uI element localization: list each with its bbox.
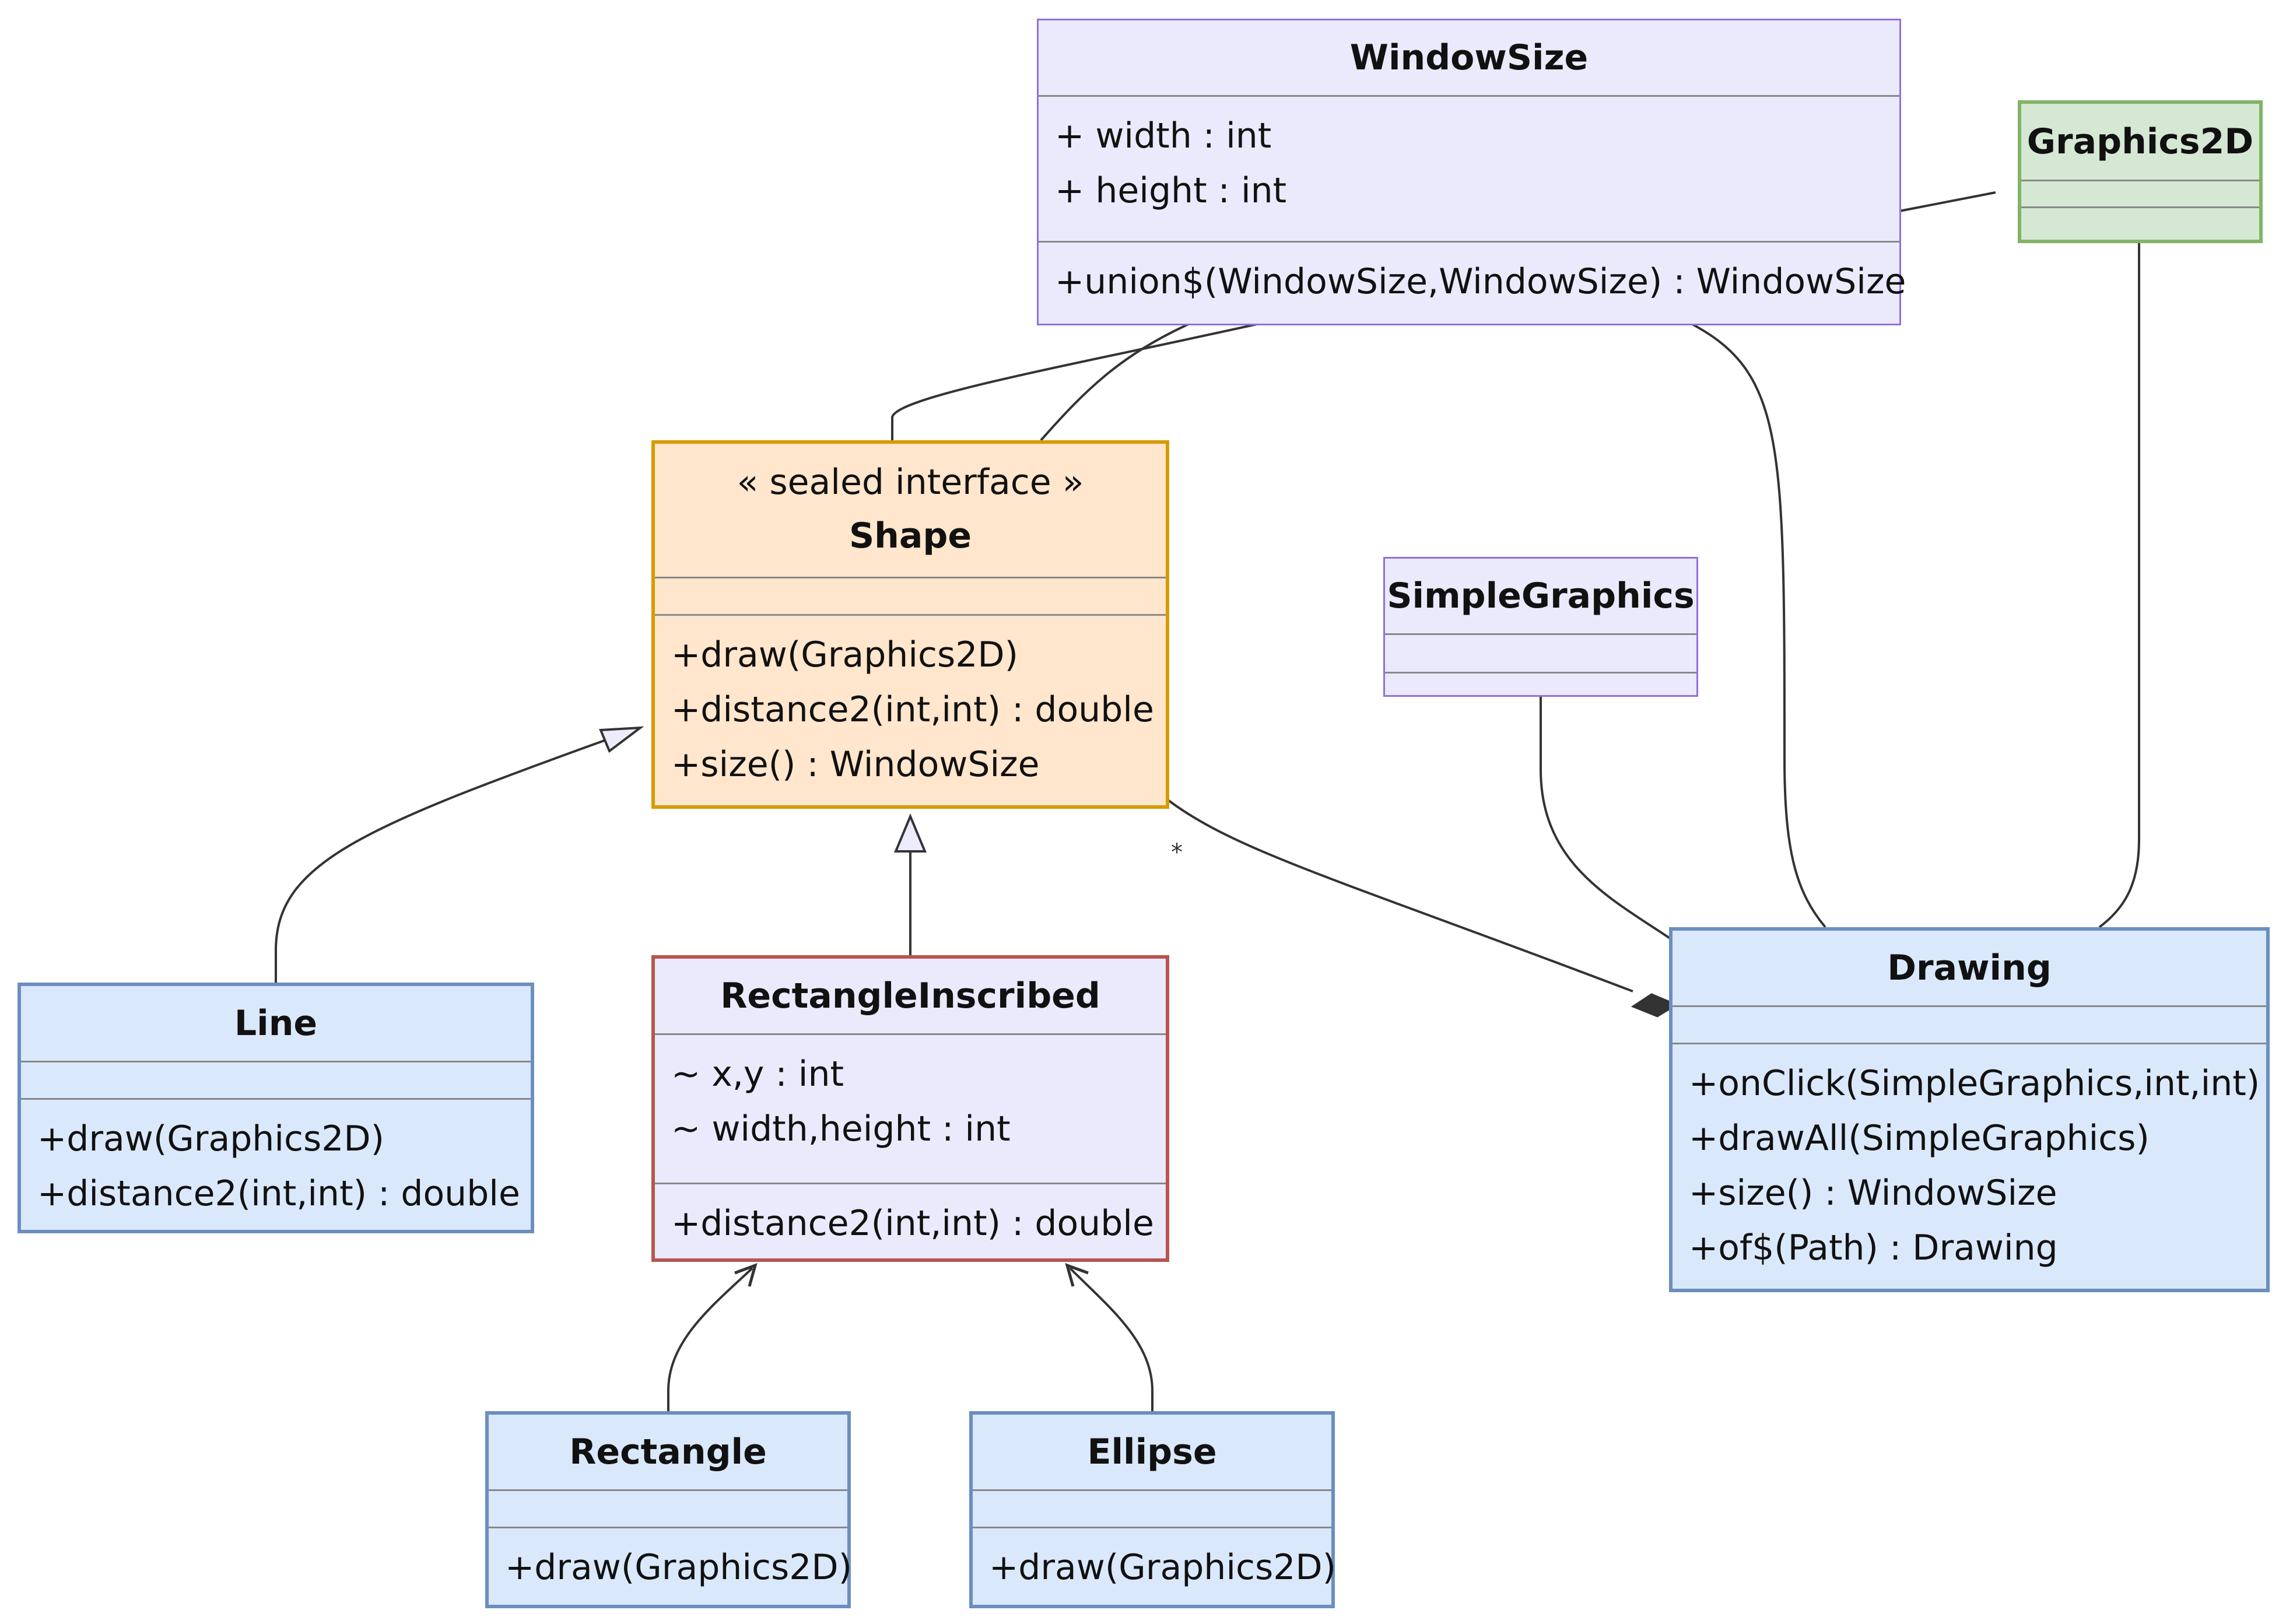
class-rectangleinscribed-methods: +distance2(int,int) : double [655, 1183, 1166, 1258]
class-shape-methods: +draw(Graphics2D) +distance2(int,int) : … [655, 614, 1166, 799]
assoc-graphics2d-drawing [2098, 242, 2140, 928]
class-line-attributes [21, 1061, 531, 1098]
assoc-simplegraphics-drawing [1540, 697, 1672, 940]
class-ellipse-attributes [973, 1489, 1331, 1527]
method: +of$(Path) : Drawing [1689, 1227, 2058, 1268]
method: +draw(Graphics2D) [505, 1547, 853, 1588]
class-line-name: Line [234, 1003, 318, 1044]
dep-ellipse-rectinscribed [1069, 1267, 1153, 1411]
class-simplegraphics-name: SimpleGraphics [1387, 576, 1695, 616]
assoc-windowsize-shape-a [891, 322, 1260, 440]
class-shape-name: Shape [849, 515, 972, 556]
class-windowsize-name: WindowSize [1349, 37, 1589, 78]
method: +distance2(int,int) : double [671, 1203, 1154, 1244]
class-drawing[interactable]: Drawing +onClick(SimpleGraphics,int,int)… [1669, 927, 2270, 1292]
class-drawing-name: Drawing [1887, 948, 2052, 988]
method: +draw(Graphics2D) [989, 1547, 1337, 1588]
method: +drawAll(SimpleGraphics) [1689, 1118, 2150, 1159]
class-graphics2d-attributes [2021, 180, 2259, 206]
class-shape[interactable]: « sealed interface » Shape +draw(Graphic… [651, 440, 1169, 809]
class-ellipse[interactable]: Ellipse +draw(Graphics2D) [969, 1411, 1337, 1608]
class-graphics2d[interactable]: Graphics2D [2018, 100, 2263, 243]
method: +union$(WindowSize,WindowSize) : WindowS… [1055, 261, 1906, 302]
class-line-methods: +draw(Graphics2D) +distance2(int,int) : … [21, 1098, 531, 1228]
class-rectangle-attributes [489, 1489, 847, 1527]
class-graphics2d-name: Graphics2D [2026, 121, 2254, 162]
method: +size() : WindowSize [1689, 1173, 2057, 1213]
class-drawing-attributes [1673, 1005, 2266, 1043]
class-graphics2d-methods [2021, 206, 2259, 230]
class-simplegraphics-methods [1385, 672, 1696, 695]
class-shape-stereotype: « sealed interface » [737, 462, 1084, 503]
inherit-line-shape [275, 736, 613, 983]
class-windowsize-methods: +union$(WindowSize,WindowSize) : WindowS… [1039, 241, 1906, 316]
class-simplegraphics[interactable]: SimpleGraphics [1383, 557, 1698, 697]
dep-rectangle-rectinscribed [667, 1267, 753, 1411]
multiplicity-label: * [1171, 839, 1183, 866]
class-rectangle[interactable]: Rectangle +draw(Graphics2D) [485, 1411, 853, 1608]
class-rectangleinscribed[interactable]: RectangleInscribed ~ x,y : int ~ width,h… [651, 955, 1169, 1262]
class-shape-attributes [655, 577, 1166, 614]
method: +draw(Graphics2D) [671, 634, 1019, 675]
composition-shape-drawing [1167, 799, 1633, 992]
method: +distance2(int,int) : double [671, 689, 1154, 730]
class-drawing-methods: +onClick(SimpleGraphics,int,int) +drawAl… [1673, 1043, 2266, 1282]
assoc-windowsize-shape-b [1040, 322, 1190, 441]
inherit-arrowhead-rectinscribed [894, 813, 927, 853]
class-simplegraphics-attributes [1385, 633, 1696, 672]
class-shape-header: « sealed interface » Shape [655, 444, 1166, 577]
assoc-windowsize-graphics2d [1899, 191, 1996, 212]
inherit-arrowhead-line [599, 726, 644, 753]
attribute: ~ width,height : int [671, 1109, 1011, 1149]
attribute: ~ x,y : int [671, 1054, 844, 1095]
method: +size() : WindowSize [671, 744, 1040, 785]
class-line[interactable]: Line +draw(Graphics2D) +distance2(int,in… [17, 983, 534, 1233]
method: +onClick(SimpleGraphics,int,int) [1689, 1063, 2260, 1104]
class-rectangleinscribed-attributes: ~ x,y : int ~ width,height : int [655, 1033, 1166, 1183]
class-windowsize-attributes: + width : int + height : int [1039, 95, 1899, 241]
composition-diamond [1631, 993, 1679, 1018]
attribute: + width : int [1055, 115, 1272, 156]
class-rectangleinscribed-name: RectangleInscribed [720, 976, 1100, 1016]
method: +draw(Graphics2D) [37, 1118, 385, 1159]
class-rectangle-methods: +draw(Graphics2D) [489, 1527, 853, 1602]
class-windowsize[interactable]: WindowSize + width : int + height : int … [1037, 19, 1906, 325]
class-ellipse-name: Ellipse [1087, 1432, 1217, 1472]
dep-arrowhead-rectangle [734, 1262, 758, 1287]
method: +distance2(int,int) : double [37, 1173, 520, 1214]
dep-arrowhead-ellipse [1065, 1263, 1089, 1287]
class-ellipse-methods: +draw(Graphics2D) [973, 1527, 1337, 1602]
class-rectangle-name: Rectangle [569, 1432, 767, 1472]
attribute: + height : int [1055, 170, 1287, 211]
assoc-windowsize-drawing [1691, 322, 1826, 928]
